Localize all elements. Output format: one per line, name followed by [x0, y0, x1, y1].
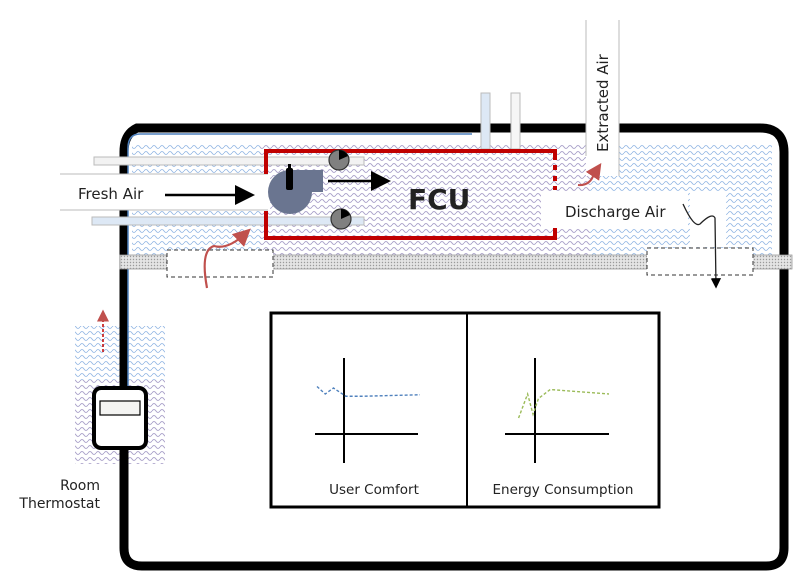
- water-pipe-bottom: [91, 216, 365, 226]
- user-comfort-title: User Comfort: [329, 482, 419, 498]
- damper-icon: [328, 149, 350, 171]
- energy-consumption-chart: [505, 358, 610, 463]
- extracted-air-duct: [586, 20, 619, 176]
- supply-riser: [480, 92, 491, 150]
- room-thermostat-label-2: Thermostat: [18, 496, 100, 512]
- energy-series-line: [517, 388, 610, 419]
- ceiling-strip: [119, 254, 793, 270]
- return-grille: [166, 249, 274, 278]
- thermostat-icon: [92, 386, 148, 450]
- fcu-casing: [264, 149, 557, 240]
- extract-air-arrow: [577, 163, 602, 187]
- discharge-air-label: Discharge Air: [565, 203, 666, 221]
- discharge-air-arrow: [682, 203, 722, 289]
- extracted-air-label: Extracted Air: [594, 53, 612, 152]
- sensor-cable: [127, 133, 472, 390]
- user-comfort-chart: [315, 358, 421, 463]
- water-pipe-top: [93, 156, 365, 166]
- return-riser: [510, 92, 521, 150]
- damper-icon: [330, 208, 352, 230]
- room-wall: [119, 123, 789, 571]
- discharge-air-duct: [541, 191, 688, 228]
- discharge-air-duct-drop: [690, 191, 726, 247]
- fcu-label: FCU: [408, 183, 470, 216]
- energy-consumption-title: Energy Consumption: [493, 482, 634, 498]
- room-thermostat-label-1: Room: [60, 478, 100, 494]
- fresh-air-label: Fresh Air: [78, 185, 144, 203]
- return-air-arrow: [203, 228, 251, 289]
- centrifugal-fan-icon: [268, 164, 323, 214]
- charts-panel: [269, 311, 661, 509]
- supply-diffuser: [646, 247, 754, 276]
